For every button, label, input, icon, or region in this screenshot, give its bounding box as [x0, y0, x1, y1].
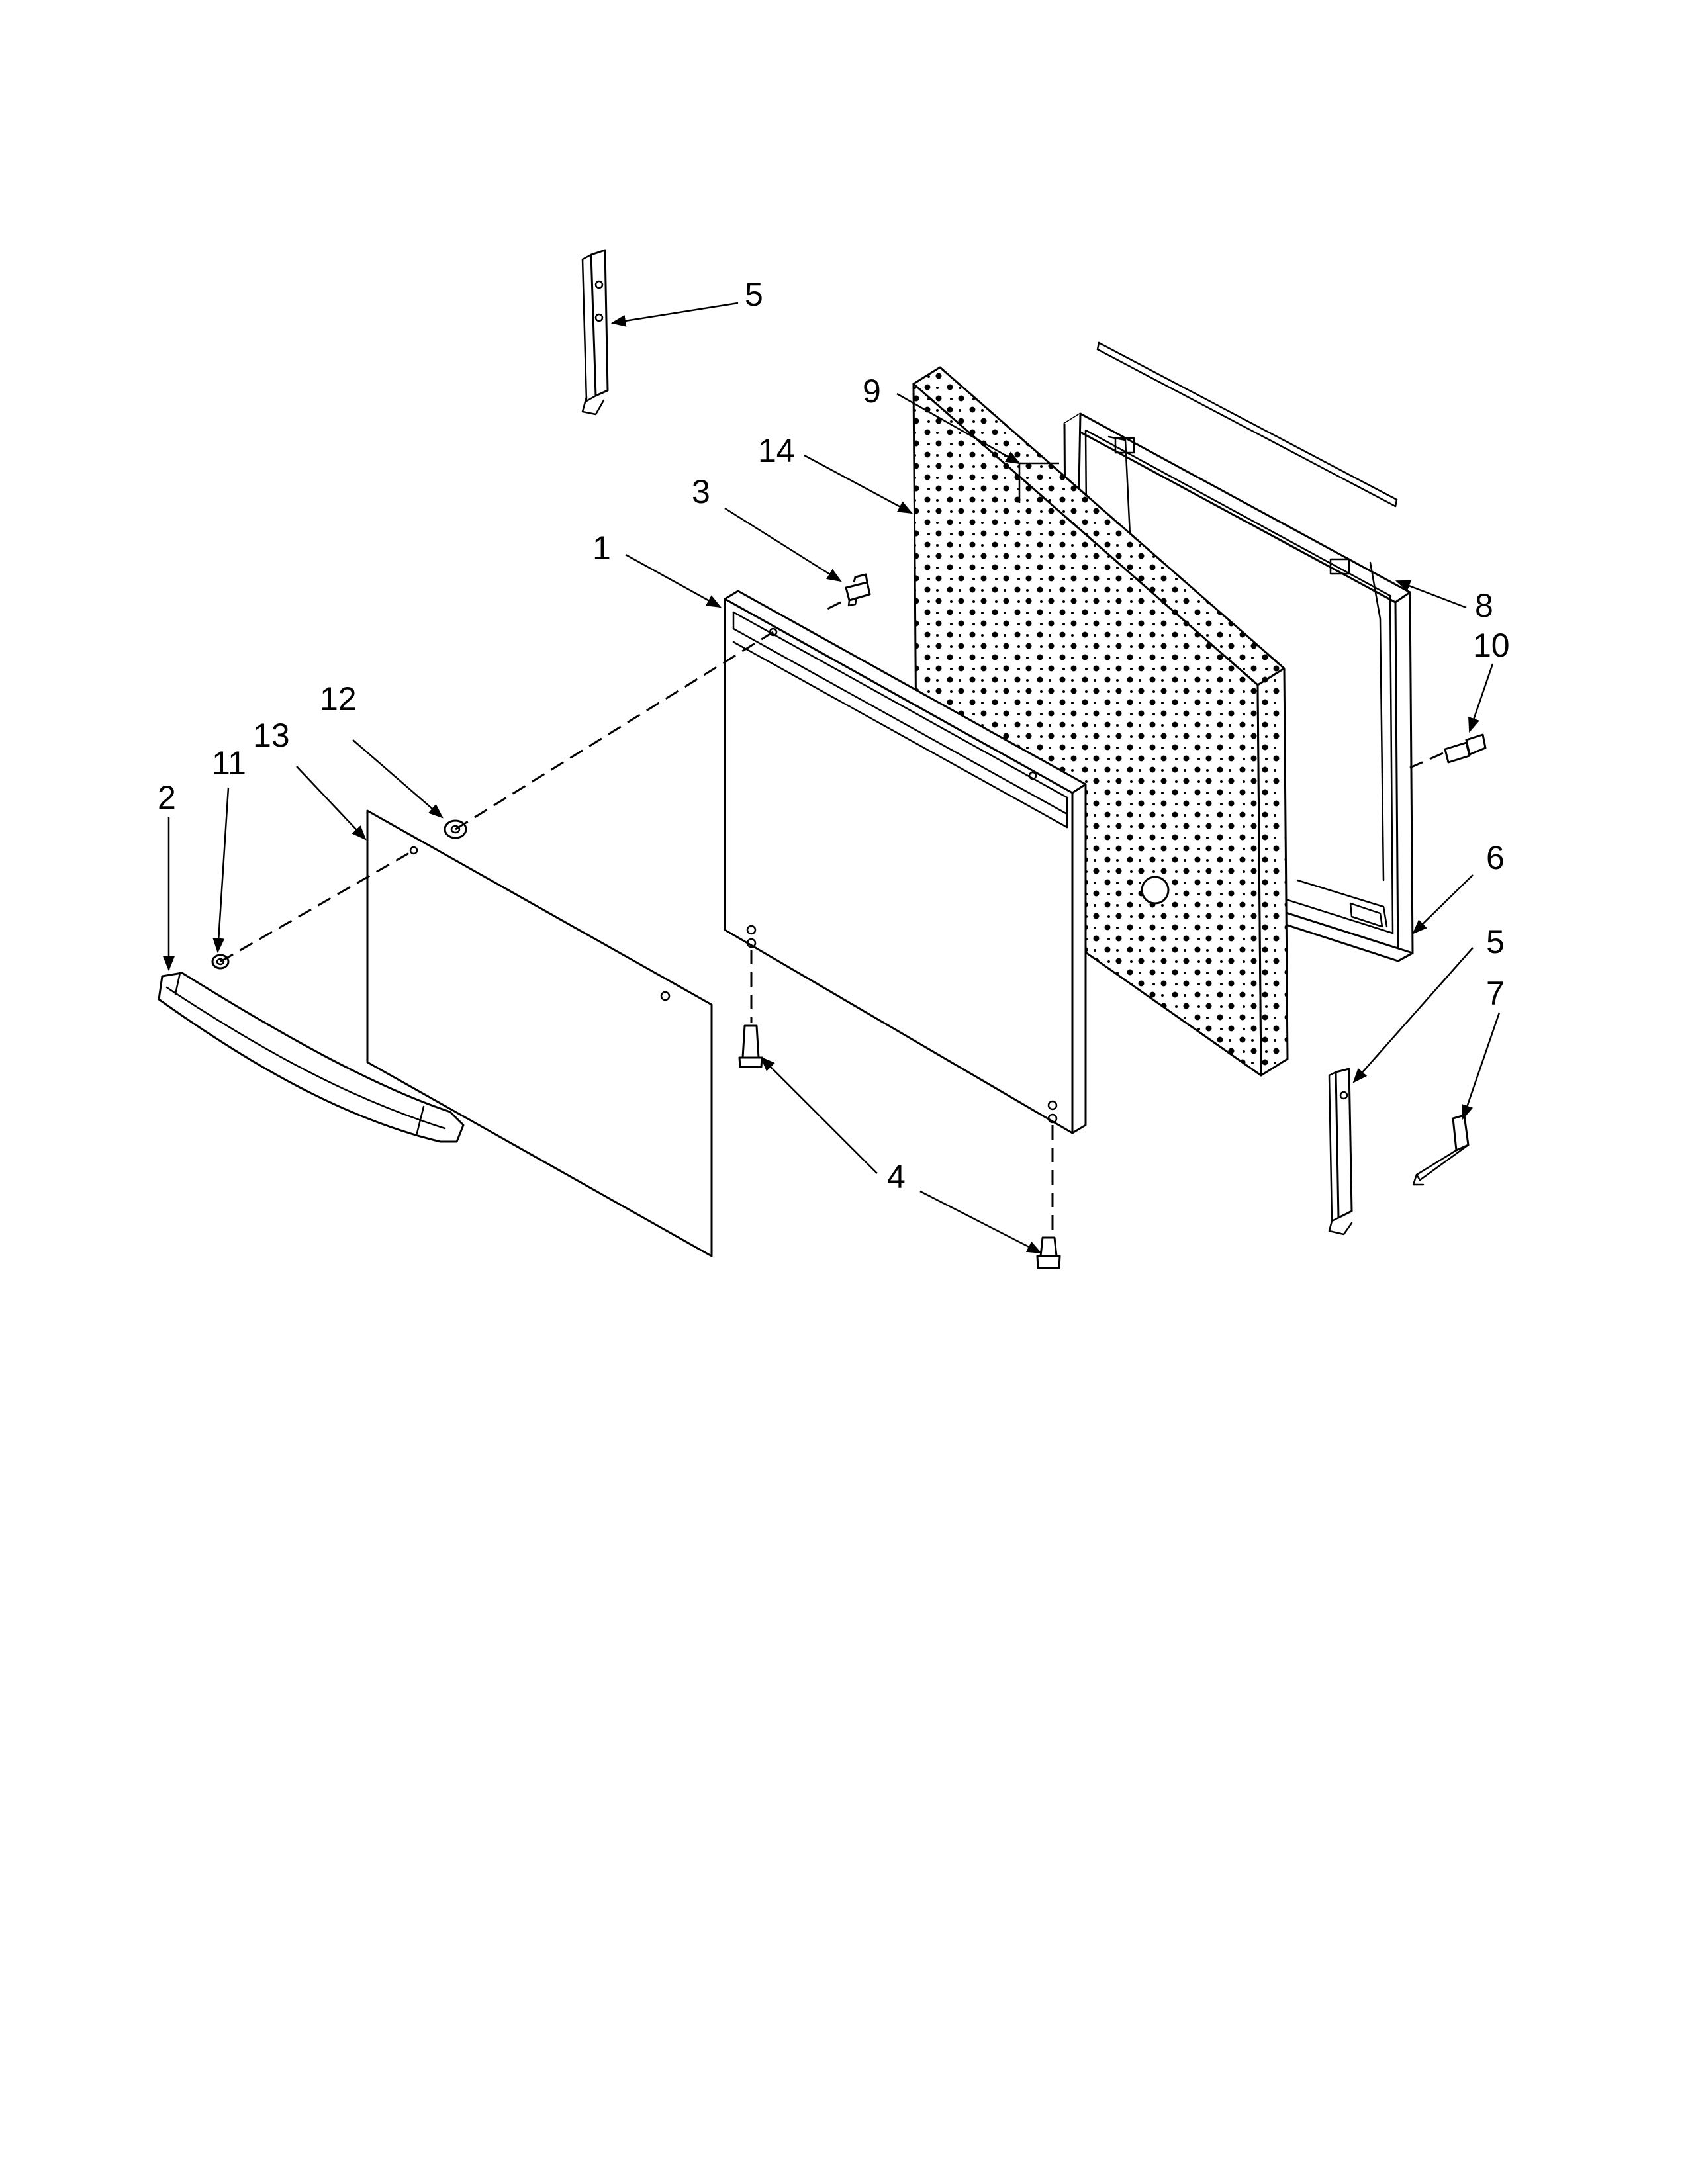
callout-label-14: 14 — [758, 432, 795, 469]
leader-lines — [163, 302, 1501, 1254]
door-handle-part — [158, 972, 465, 1143]
seal-strip-part — [1096, 341, 1398, 508]
callout-label-4: 4 — [887, 1158, 906, 1195]
outer-door-panel-part — [724, 590, 1087, 1134]
callout-label-10: 10 — [1473, 627, 1510, 664]
callout-label-5-top: 5 — [745, 276, 763, 313]
callout-label-3: 3 — [692, 473, 710, 510]
screw-bottom-left-part — [738, 1024, 763, 1068]
hinge-bracket-bottom-part — [1328, 1068, 1353, 1236]
callout-labels: 5 9 14 3 1 8 10 12 13 11 2 6 5 7 4 — [158, 276, 1510, 1195]
screw-right-part — [1444, 733, 1487, 764]
screw-bottom-right-part — [1036, 1236, 1061, 1269]
callout-label-5-bottom: 5 — [1486, 923, 1505, 960]
callout-label-12: 12 — [320, 680, 357, 717]
callout-label-6: 6 — [1486, 839, 1505, 876]
screw-top-part — [845, 573, 871, 607]
callout-label-13: 13 — [253, 717, 290, 754]
callout-label-8: 8 — [1475, 587, 1493, 624]
callout-label-11: 11 — [212, 745, 246, 782]
callout-label-2: 2 — [158, 779, 176, 816]
callout-label-7: 7 — [1486, 975, 1505, 1012]
glass-panel-part — [366, 809, 713, 1257]
assembly-dashed-lines — [220, 601, 1444, 1234]
callout-label-1: 1 — [592, 529, 611, 567]
callout-label-9: 9 — [863, 373, 881, 410]
hinge-bracket-top-part — [581, 249, 609, 416]
insulation-pad-part — [912, 366, 1289, 1077]
hinge-link-part — [1412, 1114, 1470, 1186]
